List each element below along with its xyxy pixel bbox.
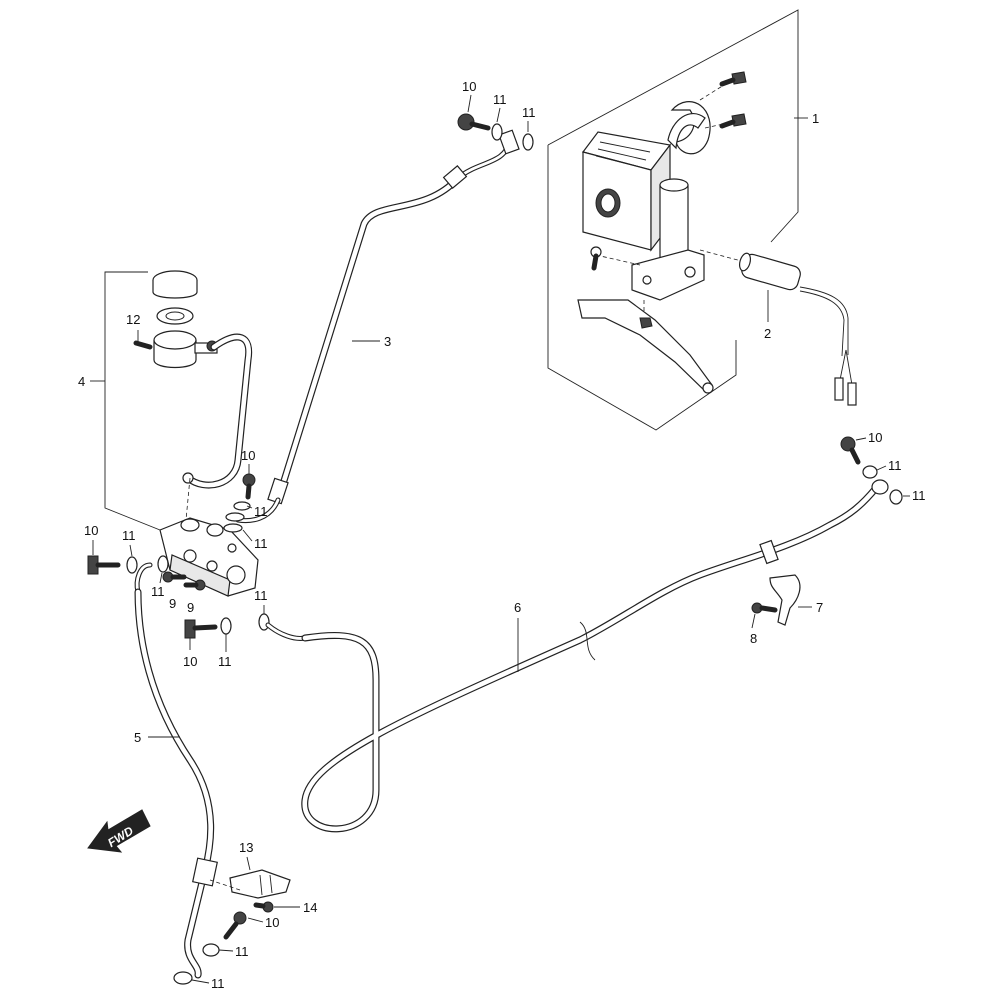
callout-4: 4 <box>78 374 85 389</box>
callout-10-block-left: 10 <box>84 523 98 538</box>
callout-1: 1 <box>812 111 819 126</box>
callout-10-rear: 10 <box>868 430 882 445</box>
callout-3: 3 <box>384 334 391 349</box>
callout-11-top-b: 11 <box>522 105 536 120</box>
callout-labels: 1 2 3 4 5 6 7 8 9 9 10 10 10 10 10 10 11… <box>78 79 926 991</box>
brake-light-switch <box>699 249 857 406</box>
handlebar-clamp <box>667 71 747 155</box>
brake-distributor-block <box>159 517 259 597</box>
master-cylinder-body <box>595 178 705 318</box>
callout-11-lower-a: 11 <box>235 944 249 959</box>
callout-11-rear-a: 11 <box>888 458 902 473</box>
rear-reservoir <box>104 270 253 531</box>
callout-11-rear-b: 11 <box>912 488 926 503</box>
callout-10-top: 10 <box>462 79 476 94</box>
callout-11-block-b: 11 <box>254 536 268 551</box>
callout-7: 7 <box>816 600 823 615</box>
callout-11-block-c: 11 <box>122 528 136 543</box>
callout-13: 13 <box>239 840 253 855</box>
callout-11-block-f: 11 <box>218 654 232 669</box>
callout-11-block-d: 11 <box>151 584 165 599</box>
callout-leaders <box>90 117 812 738</box>
hose-clip-13 <box>209 869 291 940</box>
callout-11-block-e: 11 <box>254 588 268 603</box>
callout-8: 8 <box>750 631 757 646</box>
callout-11-lower-b: 11 <box>211 976 225 991</box>
rear-hose-hardware <box>751 436 903 626</box>
master-cylinder-frame <box>547 9 799 431</box>
callout-5: 5 <box>134 730 141 745</box>
callout-ticks <box>92 94 910 984</box>
hose-3-banjo-hardware <box>457 113 534 151</box>
fwd-direction-arrow: FWD <box>87 809 151 853</box>
callout-10-clip: 10 <box>265 915 279 930</box>
brake-hose-6 <box>265 479 889 833</box>
master-cylinder-reservoir <box>581 131 672 252</box>
callout-14: 14 <box>303 900 317 915</box>
block-hardware <box>87 473 270 639</box>
callout-11-top-a: 11 <box>493 92 507 107</box>
callout-9-left: 9 <box>169 596 176 611</box>
callout-9-right: 9 <box>187 600 194 615</box>
callout-6: 6 <box>514 600 521 615</box>
callout-10-block-upper: 10 <box>241 448 255 463</box>
callout-2: 2 <box>764 326 771 341</box>
callout-10-block-lower: 10 <box>183 654 197 669</box>
brake-lever <box>577 246 714 394</box>
brake-hose-3 <box>235 129 520 524</box>
callout-12: 12 <box>126 312 140 327</box>
callout-11-block-a: 11 <box>254 504 268 519</box>
